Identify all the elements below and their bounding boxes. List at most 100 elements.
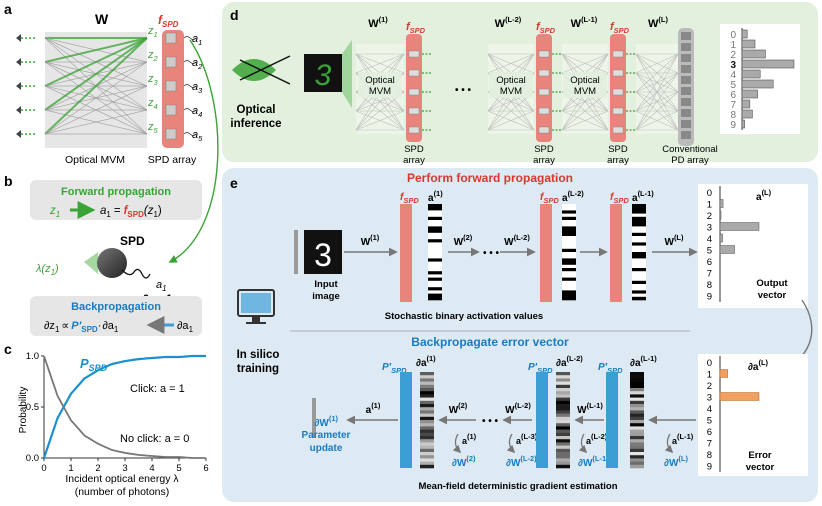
- x-tick-label: 0: [41, 463, 46, 474]
- mvm-block: [636, 44, 678, 134]
- output-label: a4: [192, 105, 202, 119]
- mvm-label-bg: [358, 72, 402, 98]
- activation-cell: [420, 394, 434, 398]
- detector-wire: [183, 132, 197, 136]
- activation-cell: [632, 229, 646, 234]
- activation-cell: [562, 296, 576, 301]
- activation-cell: [556, 381, 570, 386]
- dw-label: ∂W(L-1): [578, 454, 609, 469]
- activation-cell: [630, 455, 644, 459]
- param-update-line1: Parameter: [302, 430, 351, 441]
- dw-arrow: [506, 433, 516, 454]
- mvm-line: [44, 85, 148, 135]
- activation-cell: [630, 439, 644, 443]
- activation-cell: [428, 207, 442, 211]
- source-icon: [16, 106, 21, 114]
- activation-cell: [428, 252, 442, 256]
- mvm-mesh-line: [635, 53, 679, 74]
- activation-cell: [632, 290, 646, 294]
- act-label: a(1): [462, 432, 477, 446]
- activation-cell: [420, 455, 434, 459]
- spd-cell: [538, 50, 550, 58]
- mvm-mesh-line: [635, 53, 679, 131]
- activation-cell: [420, 436, 434, 440]
- activation-cell: [630, 436, 644, 440]
- p-spd-curve: [42, 354, 206, 459]
- activation-cell: [556, 388, 570, 392]
- light-cone: [342, 40, 352, 108]
- activation-cell: [630, 452, 644, 456]
- activation-cell: [562, 261, 576, 266]
- activation-cell: [632, 271, 646, 275]
- class-bar: [741, 49, 766, 59]
- activation-cell: [630, 404, 644, 408]
- mvm-label: MVM: [500, 86, 522, 97]
- activation-cell: [428, 223, 442, 227]
- activation-cell: [630, 378, 644, 382]
- pd-cell: [681, 76, 691, 84]
- class-label: 4: [707, 234, 712, 245]
- lambda-label: λ(z1): [35, 263, 59, 277]
- output-bar: [719, 222, 760, 231]
- pd-cell: [681, 109, 691, 117]
- activation-cell: [630, 420, 644, 424]
- activation-cell: [420, 445, 434, 450]
- x-tick-label: 5: [176, 463, 181, 474]
- activation-cell: [630, 461, 644, 466]
- activation-cell: [428, 274, 442, 278]
- activation-cell: [632, 204, 646, 208]
- y-tick-label: 1.0: [26, 351, 39, 362]
- forward-equation: a1=fSPD(z1): [100, 205, 162, 219]
- x-axis-title: Incident optical energy λ: [65, 473, 179, 485]
- mvm-mesh-line: [487, 53, 535, 74]
- panel-c-label: c: [4, 341, 12, 357]
- no-click-label: No click: a = 0: [120, 433, 189, 445]
- output-label: a2: [192, 57, 203, 71]
- spd-label: fSPD: [406, 21, 426, 35]
- act-label: a(L-1): [672, 432, 694, 446]
- spd-cell: [612, 107, 624, 115]
- activation-cell: [420, 407, 434, 411]
- ellipsis: • • •: [482, 416, 499, 427]
- activation-cell: [428, 261, 442, 266]
- class-label: 8: [730, 110, 736, 121]
- spd-bar: [406, 34, 422, 142]
- spd-array-caption: array: [403, 155, 425, 166]
- spd-cell: [408, 107, 420, 115]
- activation-cell: [630, 384, 644, 389]
- activation-cell: [630, 442, 644, 446]
- eye-icon: [232, 55, 291, 85]
- class-label: 9: [707, 462, 712, 473]
- source-icon: [16, 82, 21, 90]
- y-tick-label: 0.0: [26, 453, 39, 464]
- activation-cell: [556, 439, 570, 443]
- class-label: 1: [707, 370, 712, 381]
- mvm-label: Optical: [365, 75, 395, 86]
- class-bar: [741, 39, 756, 49]
- mvm-line: [44, 37, 148, 135]
- activation-cell: [562, 236, 576, 240]
- click-label: Click: a = 1: [130, 383, 185, 395]
- activation-cell: [630, 407, 644, 411]
- activation-cell: [632, 274, 646, 278]
- class-label: 2: [707, 381, 712, 392]
- activation-cell: [556, 410, 570, 414]
- activation-cell: [562, 229, 576, 234]
- source-icon: [16, 34, 21, 42]
- activation-cell: [630, 429, 644, 434]
- input-digit: 3: [315, 59, 332, 92]
- dw-label: ∂W(1): [314, 414, 338, 429]
- activation-cell: [556, 436, 570, 440]
- spd-cell: [538, 126, 550, 134]
- class-label: 3: [707, 393, 712, 404]
- activation-cell: [428, 258, 442, 262]
- weight-label: W(L-1): [571, 15, 598, 30]
- spd-bar: [536, 34, 552, 142]
- input-label: z5: [147, 121, 159, 135]
- x-axis-subtitle: (number of photons): [75, 486, 170, 498]
- mvm-line: [44, 37, 148, 63]
- spd-bar: [610, 204, 622, 302]
- activation-cell: [420, 400, 434, 405]
- detector-icon: [165, 56, 177, 68]
